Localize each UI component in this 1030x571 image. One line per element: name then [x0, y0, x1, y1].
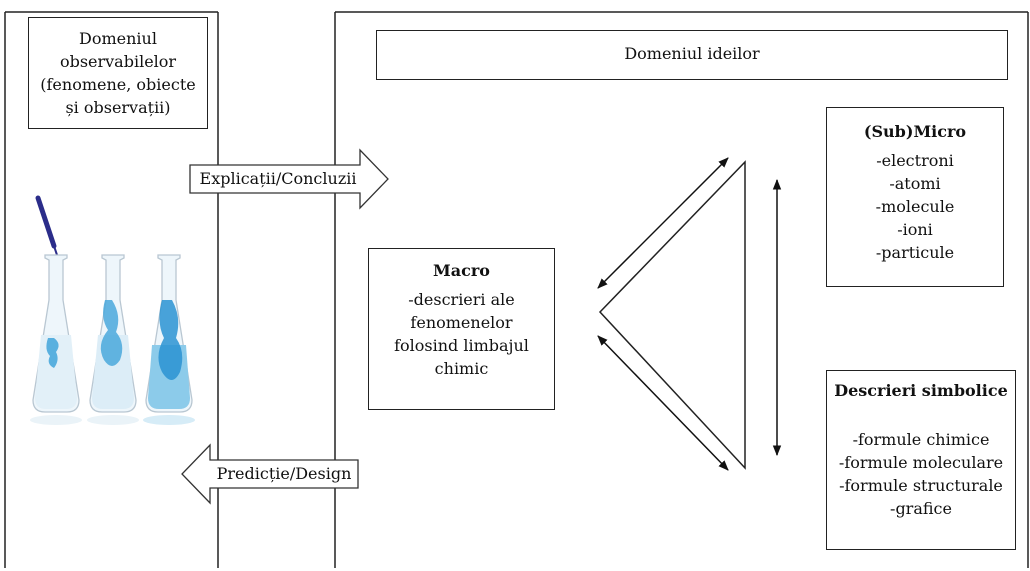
submicro-line: -atomi	[889, 174, 941, 193]
submicro-title: (Sub)Micro	[863, 122, 967, 141]
macro-title: Macro	[433, 261, 490, 280]
flasks-illustration	[30, 195, 195, 425]
symbolic-line: -grafice	[890, 499, 952, 518]
submicro-line: -particule	[875, 243, 955, 262]
prediction-arrow-shape	[181, 443, 359, 505]
observables-title-line: observabilelor	[59, 52, 177, 71]
macro-symbolic-arrow	[597, 335, 729, 471]
macro-submicro-arrow	[597, 157, 729, 289]
symbolic-line: -formule chimice	[852, 430, 990, 449]
macro-line: chimic	[434, 359, 489, 378]
submicro-line: -molecule	[875, 197, 955, 216]
macro-line: fenomenelor	[410, 313, 513, 332]
ideas-domain-box: Domeniul ideilor	[376, 30, 1008, 80]
macro-box: Macro -descrieri ale fenomenelor folosin…	[368, 248, 555, 410]
chemistry-triangle	[598, 160, 746, 470]
observables-title-line: (fenomene, obiecte	[40, 75, 196, 94]
observables-title-line: Domeniul	[79, 29, 157, 48]
ideas-domain-title: Domeniul ideilor	[624, 44, 760, 63]
symbolic-box: Descrieri simbolice -formule chimice -fo…	[826, 370, 1016, 550]
macro-line: -descrieri ale	[408, 290, 515, 309]
submicro-line: -ioni	[897, 220, 933, 239]
submicro-box: (Sub)Micro -electroni -atomi -molecule -…	[826, 107, 1004, 287]
explanations-arrow-label: Explicații/Concluzii	[199, 169, 357, 188]
prediction-arrow-label: Predicție/Design	[216, 464, 352, 483]
symbolic-line: -formule structurale	[839, 476, 1003, 495]
submicro-line: -electroni	[876, 151, 954, 170]
macro-line: folosind limbajul	[394, 336, 529, 355]
symbolic-title: Descrieri simbolice	[834, 381, 1008, 400]
explanations-arrow-shape	[189, 148, 389, 210]
symbolic-line: -formule moleculare	[838, 453, 1004, 472]
observables-title-line: și observații)	[65, 98, 171, 117]
observables-domain-box: Domeniul observabilelor (fenomene, obiec…	[28, 17, 208, 129]
